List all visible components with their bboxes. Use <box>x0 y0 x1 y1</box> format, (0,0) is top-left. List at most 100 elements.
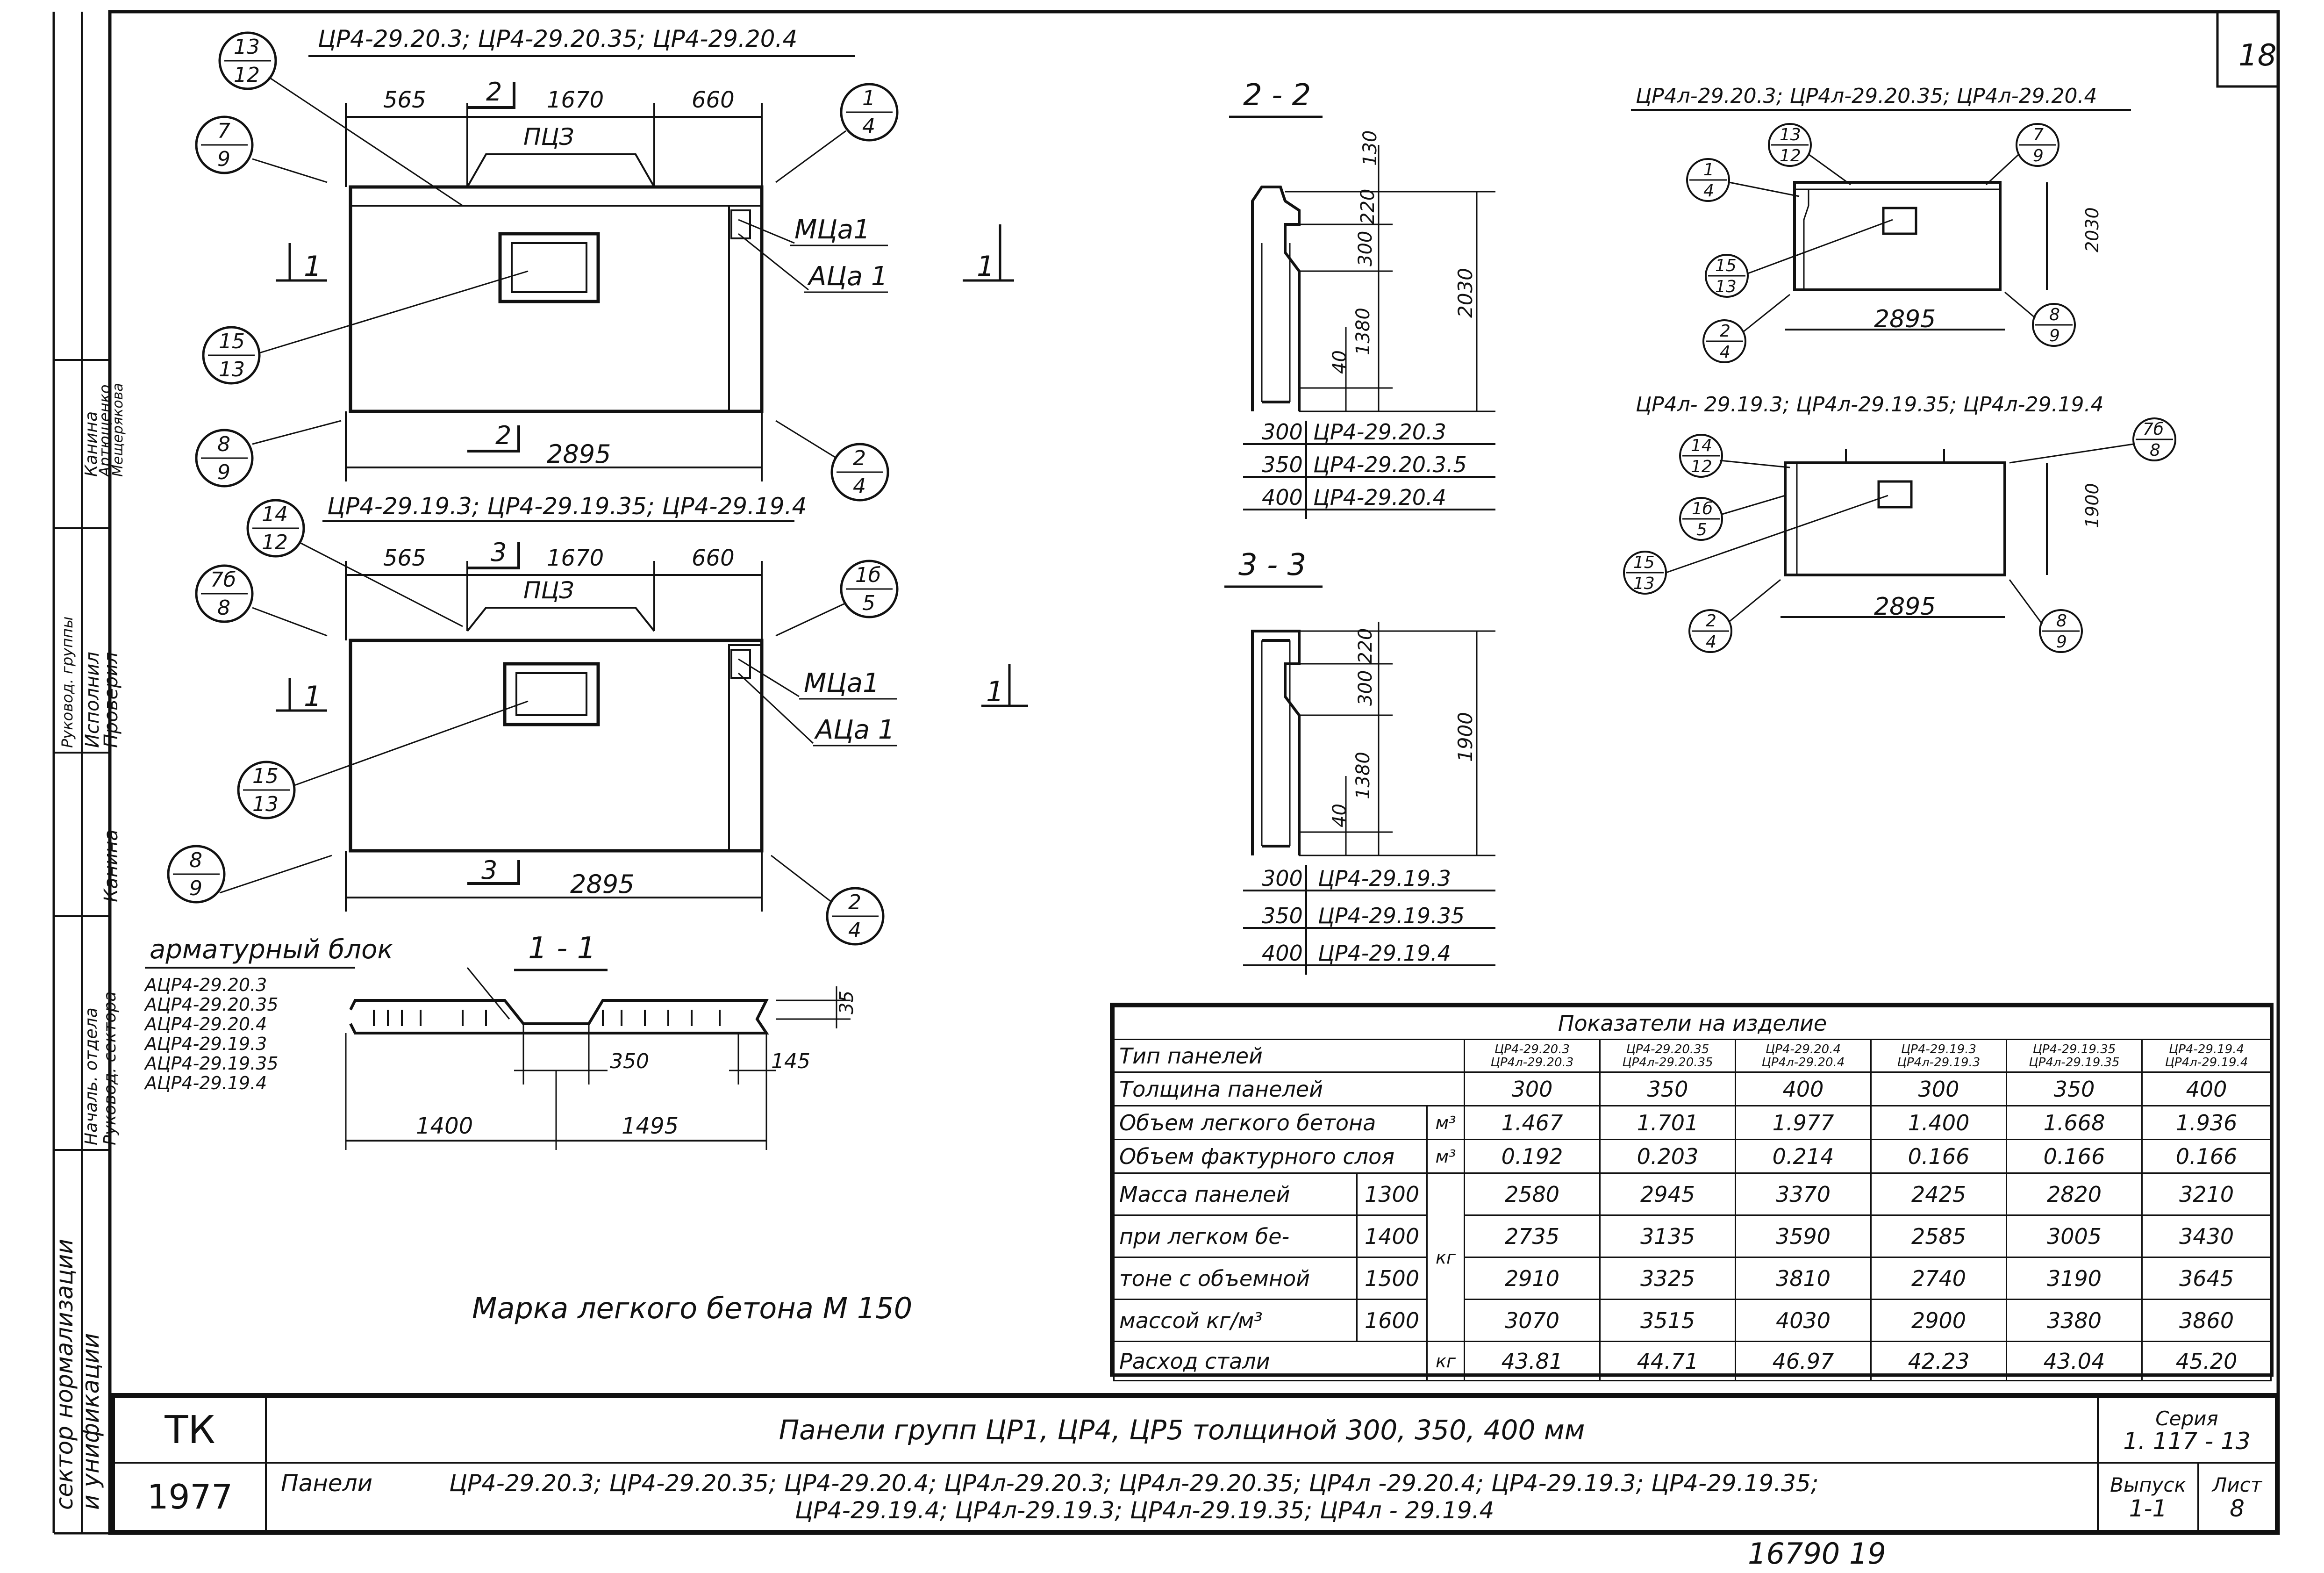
dim: 1380 <box>1352 308 1374 355</box>
svg-text:4: 4 <box>848 919 861 942</box>
panel-c: ЦР4л-29.20.3; ЦР4л-29.20.35; ЦР4л-29.20.… <box>1631 84 2131 363</box>
panel-c-opening <box>1882 207 1917 235</box>
section-2-2-profile <box>1251 186 1301 411</box>
dim-1495: 1495 <box>622 1113 679 1139</box>
svg-text:7б: 7б <box>2143 420 2164 439</box>
issue-label: Выпуск <box>2110 1473 2186 1496</box>
callout: 8 9 <box>2004 291 2076 347</box>
table-row: при легком бе- 1400 2735 3135 3590 2585 … <box>1113 1214 2272 1258</box>
svg-text:15: 15 <box>219 330 245 353</box>
thickness: 300 <box>1262 419 1303 445</box>
svg-text:8: 8 <box>189 848 202 872</box>
panel-a-title: ЦР4-29.20.3; ЦР4-29.20.35; ЦР4-29.20.4 <box>318 25 797 52</box>
thickness: 350 <box>1262 903 1303 928</box>
callout: 8 9 <box>195 420 342 488</box>
dim-145: 145 <box>771 1049 810 1073</box>
sheet-cell: Лист 8 <box>2197 1462 2277 1532</box>
cut-1-right: 1 <box>986 675 1004 708</box>
series-label: Серия <box>2155 1407 2218 1430</box>
table-row: Объем фактурного слоя м³ 0.192 0.203 0.2… <box>1113 1139 2272 1174</box>
dim: 220 <box>1357 189 1379 224</box>
svg-text:12: 12 <box>1691 457 1712 476</box>
section-mark-bottom: 3 <box>481 855 497 885</box>
svg-text:5: 5 <box>1696 520 1707 539</box>
panel-c-width: 2895 <box>1874 305 1936 333</box>
callout: 1б 5 <box>775 560 899 637</box>
table-row: массой кг/м³ 1600 3070 3515 4030 2900 33… <box>1113 1299 2272 1342</box>
panel-mark: ЦР4-29.20.3 <box>1313 419 1446 445</box>
name-label: Мещерякова <box>110 383 126 477</box>
dim-2030: 2030 <box>1454 268 1477 318</box>
panel-d-height: 1900 <box>2082 483 2102 528</box>
dim: 40 <box>1329 350 1351 374</box>
indicators-table: Показатели на изделие Тип панелей ЦР4-29… <box>1110 1003 2274 1381</box>
panel-b-opening <box>503 662 600 726</box>
section-mark-top: 3 <box>491 538 507 567</box>
section-3-3: 3 - 3 220 300 1380 40 1900 300 ЦР4-29.19… <box>1224 548 1495 975</box>
panel-b: ЦР4-29.19.3; ЦР4-29.19.35; ЦР4-29.19.4 5… <box>167 493 1028 946</box>
dim-350: 350 <box>610 1049 649 1073</box>
svg-text:8: 8 <box>2049 305 2060 324</box>
dim-35: 35 <box>836 991 858 1014</box>
panel-a-opening <box>498 232 600 303</box>
callout: 15 13 <box>202 270 529 385</box>
callout: 2 4 <box>1702 294 1790 363</box>
svg-text:15: 15 <box>252 764 279 788</box>
dim-660: 660 <box>692 87 735 113</box>
armature-label: арматурный блок <box>150 934 393 965</box>
armature-item: АЦР4-29.20.35 <box>143 994 279 1015</box>
svg-text:15: 15 <box>1715 256 1737 275</box>
panel-mark: ЦР4-29.20.4 <box>1313 485 1446 510</box>
dim: 300 <box>1355 231 1376 266</box>
dim-1670: 1670 <box>547 87 604 113</box>
thickness: 400 <box>1262 941 1303 966</box>
issue-cell: Выпуск 1-1 <box>2097 1462 2199 1532</box>
section-1-1-title: 1 - 1 <box>528 931 596 966</box>
role-label: Руковод. группы <box>58 616 76 748</box>
sheet-frame <box>108 10 2280 1535</box>
dim-1400: 1400 <box>416 1113 473 1139</box>
panel-d: ЦР4л- 29.19.3; ЦР4л-29.19.35; ЦР4л-29.19… <box>1623 393 2176 653</box>
section-1-1: 1 - 1 350 145 35 1400 1495 <box>345 931 858 1150</box>
thickness: 300 <box>1262 866 1303 891</box>
mark-mc: МЦа1 <box>794 215 870 245</box>
svg-text:8: 8 <box>217 432 230 456</box>
dim-660: 660 <box>692 545 735 571</box>
svg-text:9: 9 <box>2033 146 2044 165</box>
table-row: Толщина панелей 300 350 400 300 350 400 <box>1113 1071 2272 1106</box>
svg-text:13: 13 <box>234 35 260 59</box>
panel-a-outline <box>349 185 764 413</box>
table-row: Расход стали кг 43.81 44.71 46.97 42.23 … <box>1113 1341 2272 1381</box>
sheet-label: Лист <box>2212 1473 2262 1496</box>
svg-text:13: 13 <box>219 358 245 381</box>
subtitle-label: Панели <box>281 1470 373 1497</box>
callout: 1 4 <box>775 83 899 183</box>
svg-text:7: 7 <box>217 119 230 143</box>
svg-text:13: 13 <box>1715 277 1737 296</box>
callout: 14 12 <box>246 499 463 627</box>
svg-text:9: 9 <box>217 460 230 484</box>
svg-text:4: 4 <box>1720 343 1730 362</box>
callout: 15 13 <box>1705 219 1893 298</box>
svg-text:1б: 1б <box>1692 499 1713 518</box>
panel-c-height: 2030 <box>2082 207 2102 252</box>
svg-text:7б: 7б <box>210 568 236 592</box>
armature-block: арматурный блок АЦР4-29.20.3 АЦР4-29.20.… <box>143 934 393 1093</box>
svg-text:2: 2 <box>1720 322 1730 341</box>
armature-item: АЦР4-29.19.35 <box>143 1053 279 1074</box>
callout: 7б 8 <box>2009 417 2176 464</box>
subtitle-line-2: ЦР4-29.19.4; ЦР4л-29.19.3; ЦР4л-29.19.35… <box>795 1497 1495 1524</box>
dim: 130 <box>1359 130 1381 166</box>
mark-mc: МЦа1 <box>804 668 880 698</box>
svg-text:12: 12 <box>234 63 260 87</box>
cut-1-right: 1 <box>977 250 994 283</box>
callout: 8 9 <box>167 845 332 904</box>
armature-item: АЦР4-29.20.4 <box>143 1014 267 1034</box>
svg-text:13: 13 <box>1780 125 1801 144</box>
callout: 13 12 <box>218 31 463 207</box>
mark-ac: АЦа 1 <box>807 261 888 292</box>
